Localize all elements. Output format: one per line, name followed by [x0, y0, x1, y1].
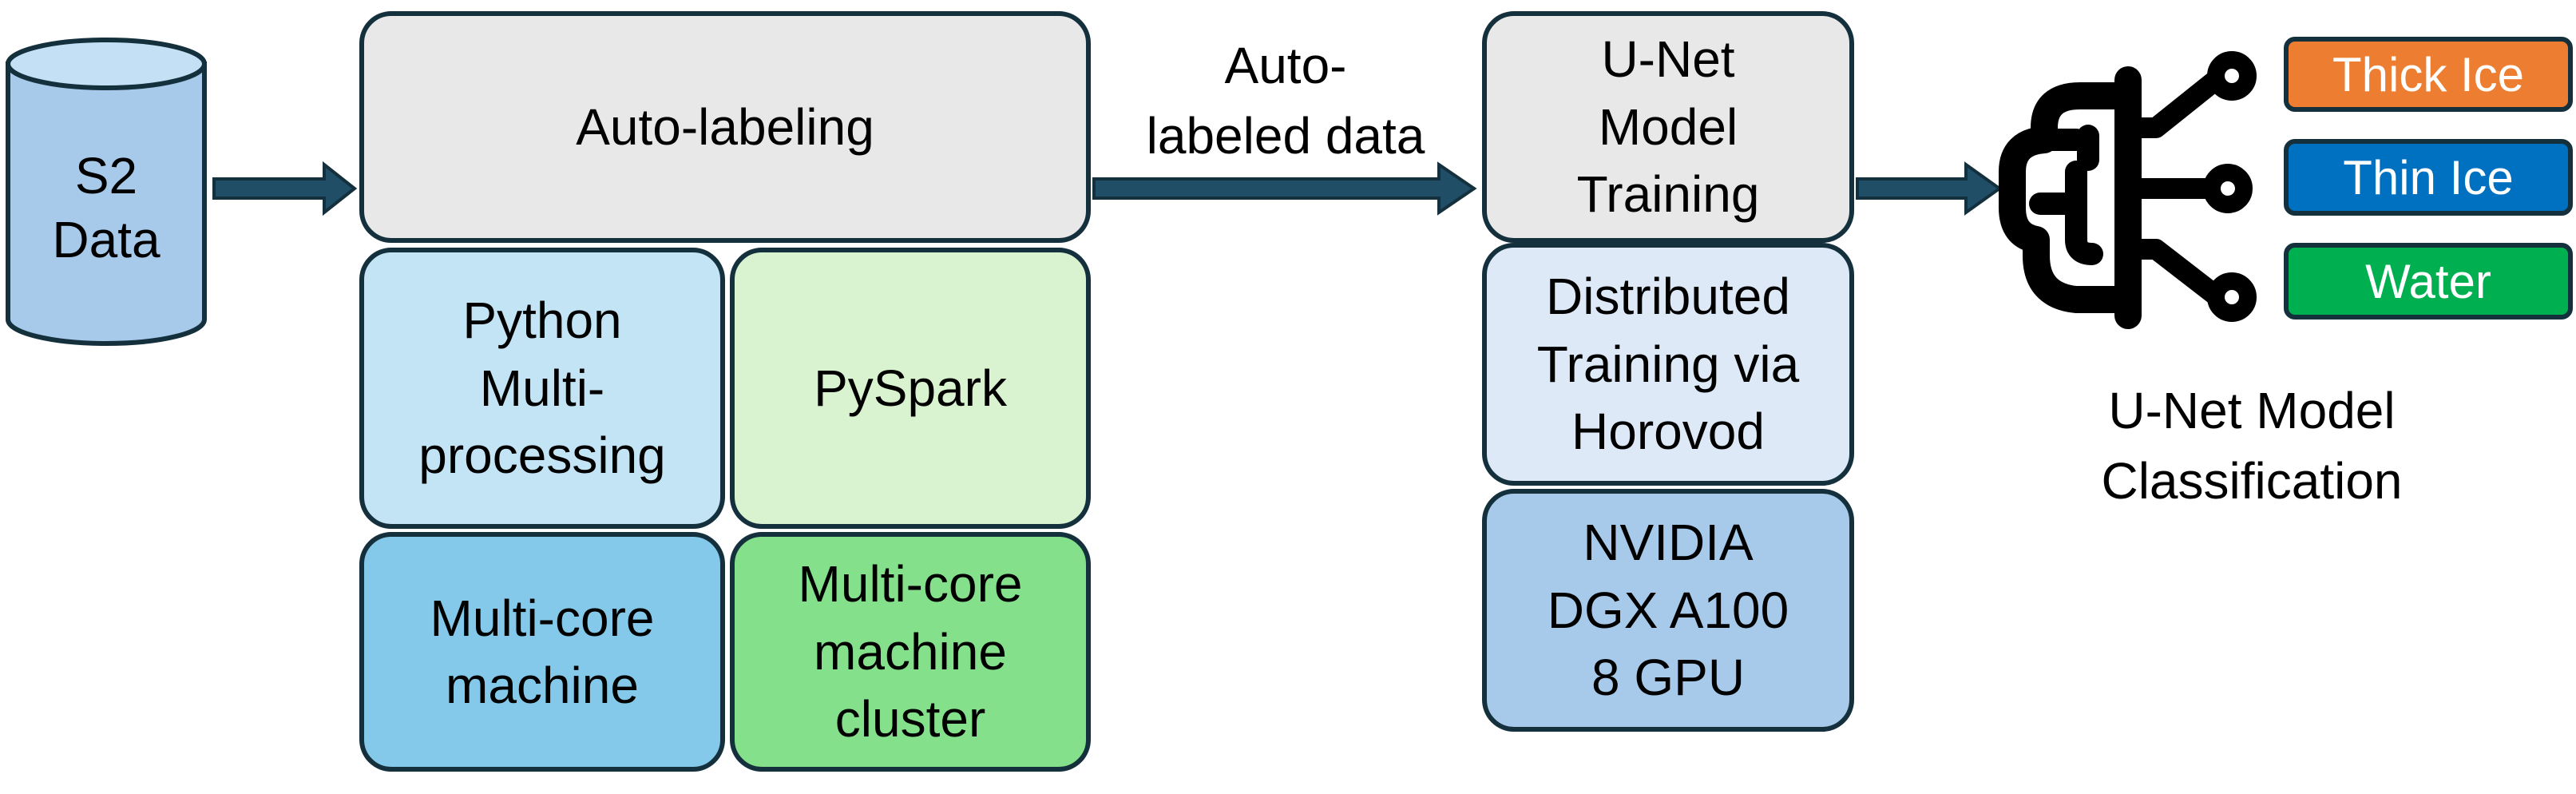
classification-caption: U-Net Model Classification — [2101, 382, 2403, 510]
legend-thick-ice-label: Thick Ice — [2332, 47, 2525, 101]
distributed-training-box: Distributed Training via Horovod — [1482, 243, 1854, 486]
arrow-data-to-autolabel — [212, 161, 358, 216]
legend-water: Water — [2284, 243, 2573, 320]
arrow-autolabel-to-training — [1092, 161, 1477, 216]
arrow-training-to-classification — [1856, 161, 2003, 216]
legend-thin-ice-label: Thin Ice — [2343, 150, 2514, 204]
legend-thick-ice: Thick Ice — [2284, 37, 2573, 112]
legend-water-label: Water — [2365, 254, 2491, 308]
multicore-cluster-box: Multi-core machine cluster — [730, 532, 1091, 772]
auto-labeling-box: Auto-labeling — [359, 11, 1091, 243]
multicore-machine-box: Multi-core machine — [359, 532, 725, 772]
unet-training-box: U-Net Model Training — [1482, 11, 1854, 243]
auto-labeled-data-label: Auto- labeled data — [1146, 37, 1425, 165]
nvidia-dgx-box: NVIDIA DGX A100 8 GPU — [1482, 489, 1854, 732]
legend-thin-ice: Thin Ice — [2284, 139, 2573, 216]
pyspark-box: PySpark — [730, 248, 1091, 529]
python-multiprocessing-box: Python Multi- processing — [359, 248, 725, 529]
source-data-label: S2 Data — [52, 147, 161, 268]
database-cylinder-icon — [6, 38, 207, 346]
brain-circuit-icon — [1999, 51, 2257, 329]
